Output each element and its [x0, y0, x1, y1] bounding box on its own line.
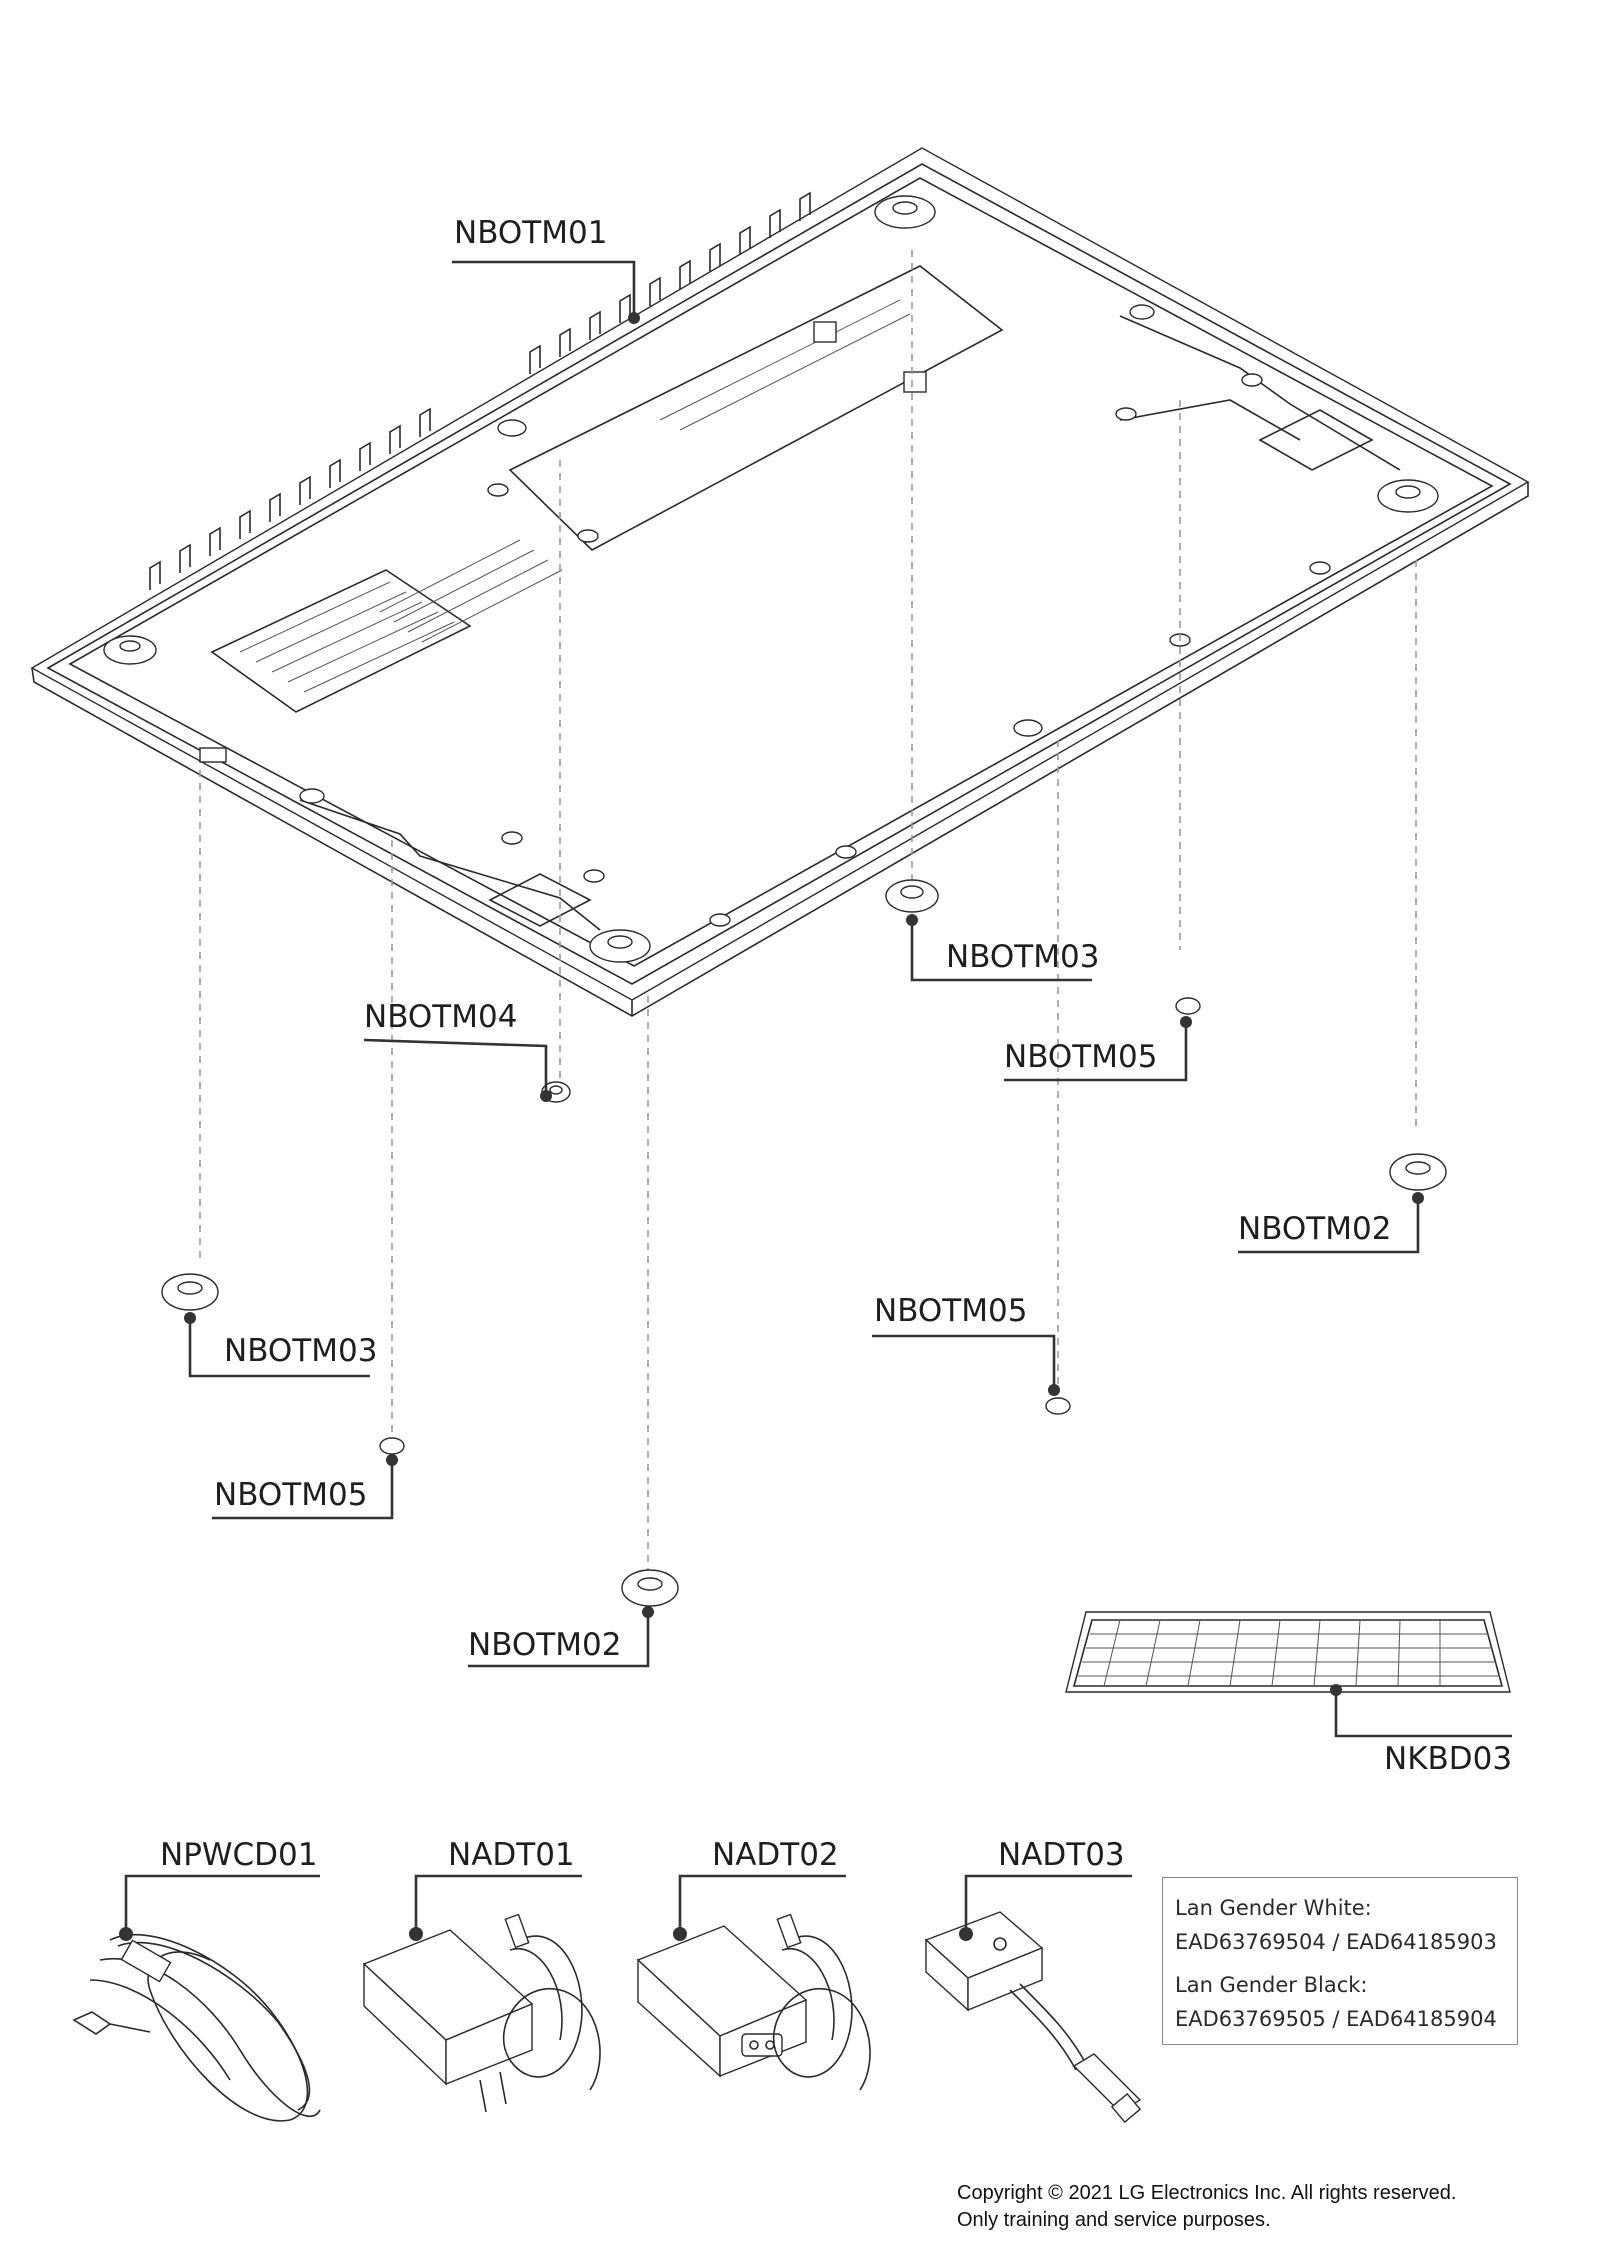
callout-nbotm02-bottom: NBOTM02 [468, 1627, 622, 1663]
callout-nbotm04: NBOTM04 [364, 999, 518, 1035]
adapter-drawing-eu [362, 1913, 601, 2113]
callout-nbotm05-right: NBOTM05 [1004, 1039, 1158, 1075]
assembly-guide-lines [199, 250, 1417, 1572]
lan-gender-white-codes: EAD63769504 / EAD64185903 [1175, 1929, 1497, 1954]
callout-nkbd03: NKBD03 [1384, 1741, 1513, 1777]
leader-lines [119, 260, 1512, 1941]
lan-gender-info-box: Lan Gender White: EAD63769504 / EAD64185… [1162, 1877, 1518, 2045]
callout-npwcd01: NPWCD01 [160, 1837, 318, 1873]
lan-gender-drawing [924, 1911, 1142, 2124]
callout-nadt01: NADT01 [448, 1837, 575, 1873]
bottom-cover-drawing [30, 147, 1530, 1017]
callout-nadt03: NADT03 [998, 1837, 1125, 1873]
lan-gender-white-label: Lan Gender White: [1175, 1896, 1372, 1920]
lan-gender-black-codes: EAD63769505 / EAD64185904 [1175, 2006, 1497, 2031]
callout-nbotm05-mid: NBOTM05 [874, 1293, 1028, 1329]
adapter-drawing-us [636, 1913, 871, 2091]
keyboard-drawing [1065, 1611, 1511, 1693]
lan-gender-black-label: Lan Gender Black: [1175, 1973, 1368, 1998]
callout-nadt02: NADT02 [712, 1837, 839, 1873]
rubber-foot-drawing [161, 879, 1447, 1607]
copyright-line-1: Copyright © 2021 LG Electronics Inc. All… [957, 2182, 1457, 2204]
callout-nbotm01: NBOTM01 [454, 215, 608, 251]
callout-nbotm05-left: NBOTM05 [214, 1477, 368, 1513]
lg-logo-mark [993, 1937, 1007, 1951]
callout-nbotm03-left: NBOTM03 [224, 1333, 378, 1369]
copyright-line-2: Only training and service purposes. [957, 2209, 1271, 2231]
callout-nbotm02-right: NBOTM02 [1238, 1211, 1392, 1247]
power-cord-drawing [72, 1934, 321, 2122]
callout-nbotm03-right: NBOTM03 [946, 939, 1100, 975]
copyright-notice: Copyright © 2021 LG Electronics Inc. All… [957, 2180, 1456, 2234]
